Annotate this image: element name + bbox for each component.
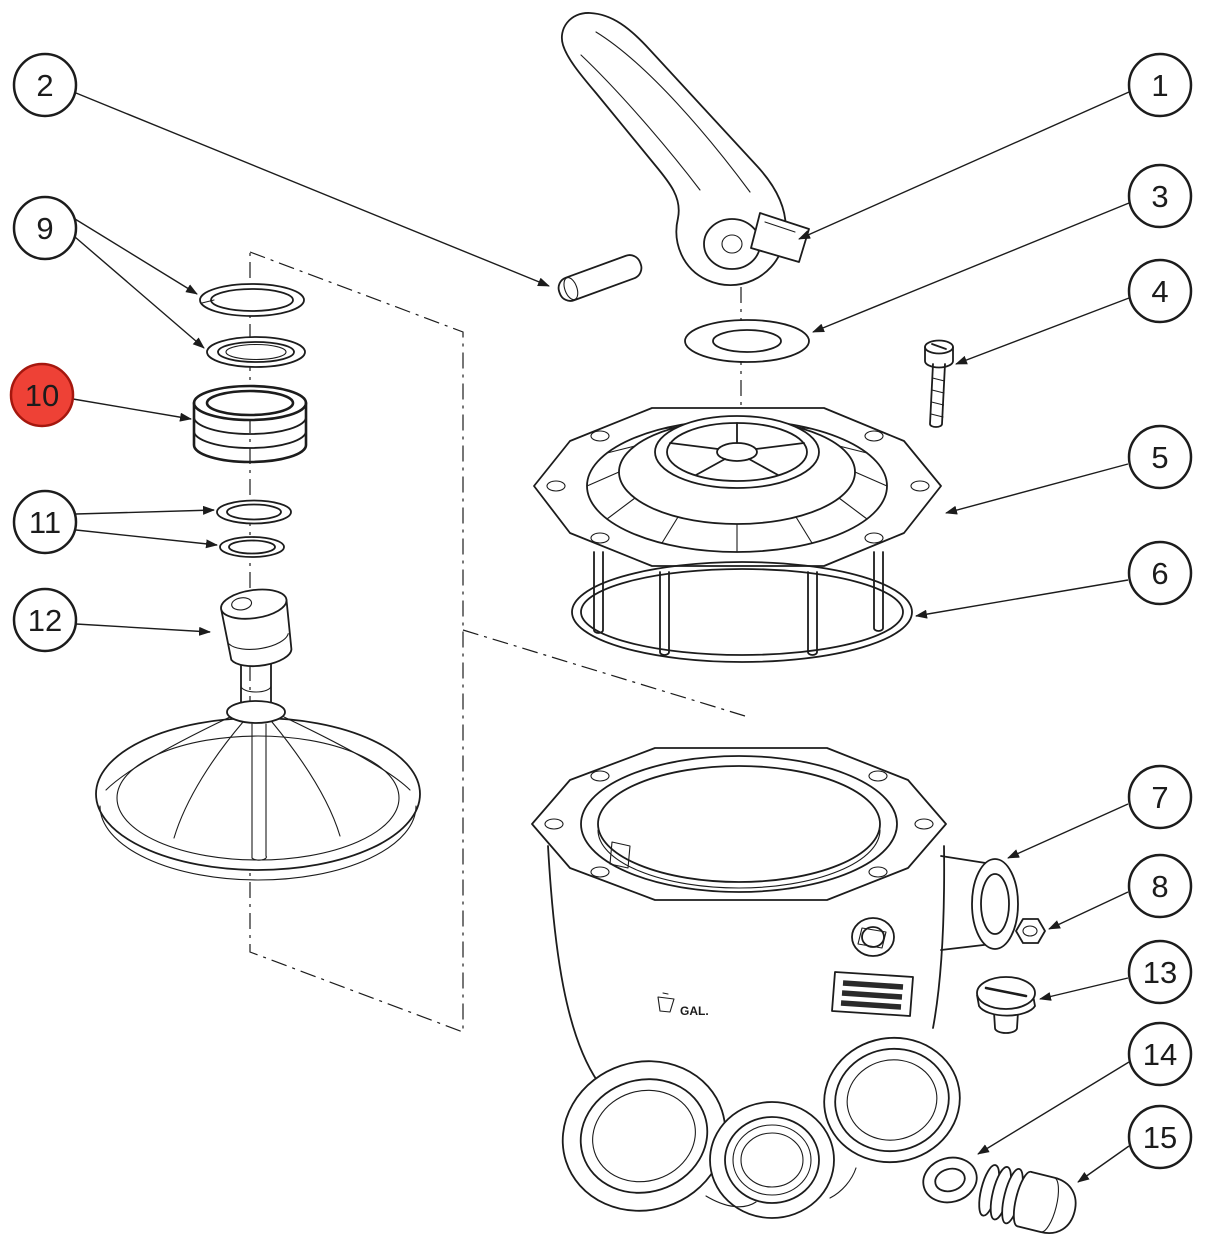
balloons: 1 2 3 4 5 6 7 8 [9,52,1193,1170]
balloon-2-label: 2 [36,68,53,103]
leader-balloon-1 [798,91,1130,240]
leader-lines [72,91,1130,1183]
gauge-boss [851,917,895,957]
balloon-2-circle [12,52,78,118]
balloon-15-circle [1127,1104,1193,1170]
balloon-12-label: 12 [28,603,62,638]
leader-balloon-10 [72,398,192,422]
balloon-15-label: 15 [1143,1120,1177,1155]
rating-plate [831,971,914,1017]
leader-balloon-4 [955,297,1130,365]
leader-balloon-8 [1048,891,1129,930]
balloon-14[interactable]: 14 [1127,1021,1193,1087]
balloon-10-circle [9,362,75,428]
part-spacer-washers [216,499,292,558]
projection-line [462,629,746,717]
balloon-7-label: 7 [1151,780,1168,815]
balloon-10-label: 10 [25,378,59,413]
leader-balloon-5 [945,463,1129,515]
balloon-8-circle [1127,853,1193,919]
part-nut [1015,918,1046,944]
leader-balloon-9a [74,218,198,295]
balloon-7-circle [1127,764,1193,830]
balloon-1[interactable]: 1 [1127,52,1193,118]
leader-balloon-11a [75,505,215,515]
balloon-5-label: 5 [1151,440,1168,475]
part-handle-washer [684,319,810,363]
leader-balloon-12 [75,623,211,636]
balloon-4[interactable]: 4 [1127,258,1193,324]
balloon-12-circle [12,587,78,653]
leader-balloon-2 [75,92,550,287]
part-side-port [940,855,1019,951]
part-top-rings [199,283,306,368]
drain-label: GAL. [680,1004,709,1018]
part-valve-body: GAL. [531,747,961,1219]
balloon-11[interactable]: 11 [12,489,78,555]
leader-balloon-9b [74,236,205,349]
balloon-14-label: 14 [1143,1037,1177,1072]
balloon-3-label: 3 [1151,179,1168,214]
balloon-13[interactable]: 13 [1127,939,1193,1005]
balloon-8-label: 8 [1151,869,1168,904]
handle-pawl [750,212,810,263]
part-screw [924,339,954,428]
balloon-12[interactable]: 12 [12,587,78,653]
leader-balloon-14 [977,1061,1130,1155]
balloon-5[interactable]: 5 [1127,424,1193,490]
balloon-15[interactable]: 15 [1127,1104,1193,1170]
leader-balloon-6 [915,579,1129,619]
balloon-11-circle [12,489,78,555]
leader-balloon-3 [812,202,1130,333]
balloon-2[interactable]: 2 [12,52,78,118]
drain-icon [657,992,675,1013]
part-diverter [95,588,421,881]
part-plug-washer [922,1156,978,1204]
part-pin [557,254,643,302]
leader-balloon-11b [75,529,218,549]
balloon-7[interactable]: 7 [1127,764,1193,830]
part-seal-stack [192,384,308,464]
balloon-10-highlighted[interactable]: 10 [9,362,75,428]
balloon-9-label: 9 [36,211,53,246]
leader-balloon-13 [1039,977,1129,1001]
balloon-11-label: 11 [29,505,61,540]
balloon-4-circle [1127,258,1193,324]
balloon-3-circle [1127,163,1193,229]
part-handle [561,12,810,286]
balloon-14-circle [1127,1021,1193,1087]
drain-marking: GAL. [657,992,709,1018]
balloon-13-label: 13 [1143,955,1177,990]
balloon-6[interactable]: 6 [1127,540,1193,606]
leader-balloon-7 [1007,803,1129,859]
balloon-4-label: 4 [1151,274,1168,309]
projection-lines [249,251,746,1033]
balloon-8[interactable]: 8 [1127,853,1193,919]
balloon-13-circle [1127,939,1193,1005]
leader-balloon-15 [1077,1145,1130,1183]
balloon-6-circle [1127,540,1193,606]
part-drain-plug [976,976,1036,1034]
part-valve-lid [533,407,942,656]
balloon-1-circle [1127,52,1193,118]
balloon-9-circle [12,195,78,261]
part-pipe-plug [978,1164,1077,1234]
balloon-1-label: 1 [1151,68,1168,103]
balloon-3[interactable]: 3 [1127,163,1193,229]
balloon-5-circle [1127,424,1193,490]
balloon-6-label: 6 [1151,556,1168,591]
balloon-9[interactable]: 9 [12,195,78,261]
part-lid-oring [571,561,913,663]
